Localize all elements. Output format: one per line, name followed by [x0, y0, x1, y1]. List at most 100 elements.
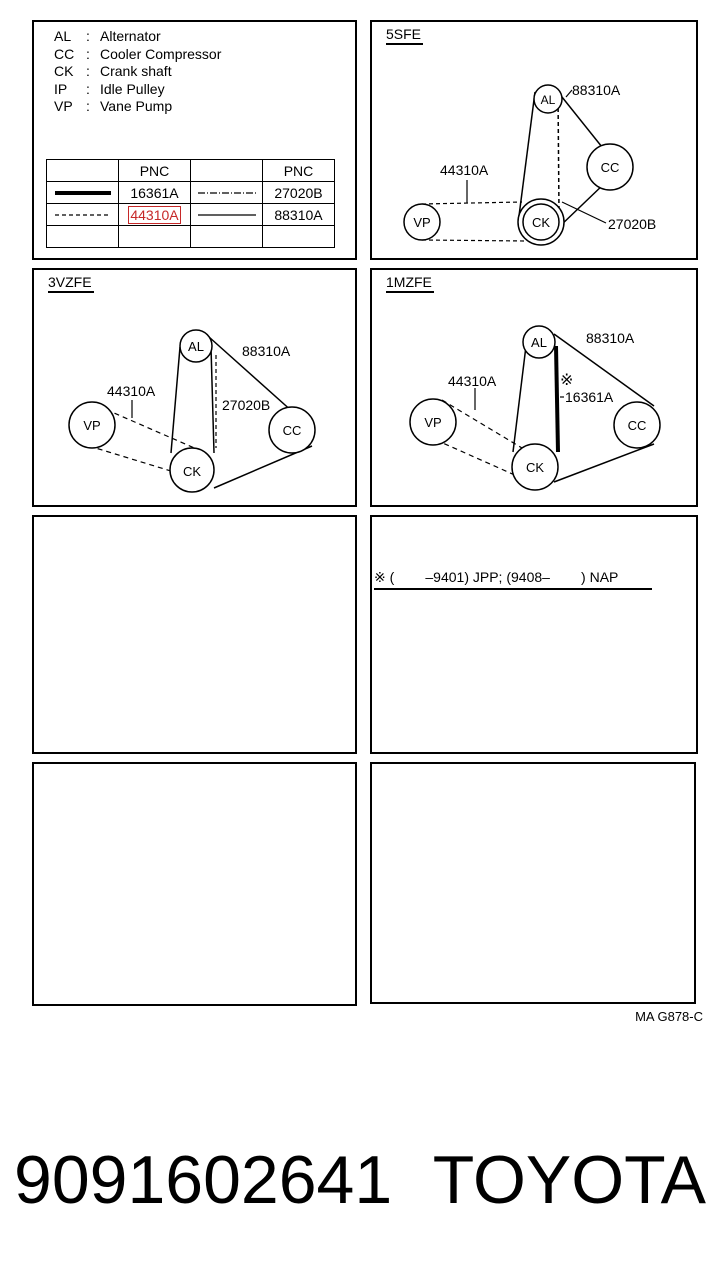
engine-title: 1MZFE — [386, 274, 434, 293]
pnc-88310a-label: 88310A — [586, 330, 635, 346]
belt-thick-right — [554, 345, 560, 453]
vp-label: VP — [413, 215, 430, 230]
empty-cell — [118, 225, 191, 248]
belt-dashed-upper — [97, 405, 200, 451]
cooler-compressor-pulley — [268, 406, 316, 454]
footer: 9091602641 TOYOTA — [14, 1140, 706, 1220]
diagram-5sfe: 5SFE AL CC CK VP 88310A 44310A 27020B — [370, 20, 698, 260]
leader-line — [565, 89, 573, 98]
cooler-compressor-pulley — [586, 143, 634, 191]
belt-thin-upper-right — [557, 91, 607, 153]
ck-label: CK — [532, 215, 550, 230]
cc-label: CC — [628, 418, 647, 433]
pnc-header: PNC — [262, 159, 335, 182]
pnc-empty-row — [46, 225, 335, 248]
dashed-line-swatch — [46, 203, 119, 226]
empty-panel — [32, 515, 357, 754]
legend-name: Alternator — [100, 28, 161, 44]
engine-title: 5SFE — [386, 26, 424, 45]
legend-name: Vane Pump — [100, 98, 173, 114]
belt-dashed-right — [557, 93, 560, 213]
crank-pulley-inner — [522, 203, 560, 241]
legend-name: Idle Pulley — [100, 80, 165, 97]
belt-thin-left — [170, 346, 181, 454]
empty-cell — [190, 225, 263, 248]
belt-dashed-lower — [435, 439, 518, 477]
belt-dashed-bottom — [421, 239, 528, 242]
legend-abbr: CC — [54, 45, 75, 62]
belt-thin-upper-right — [208, 336, 295, 414]
pnc-27020b-label: 27020B — [222, 397, 270, 413]
belt-thin-left — [512, 345, 527, 453]
pnc-88310a-label: 88310A — [242, 343, 291, 359]
belt-diagram-5sfe: AL CC CK VP 88310A 44310A 27020B — [403, 82, 656, 246]
belt-dashed-top — [421, 201, 523, 205]
alternator-pulley — [533, 84, 563, 114]
legend-abbr: VP — [54, 98, 73, 114]
crank-pulley — [169, 447, 215, 493]
legend-abbr: CK — [54, 63, 74, 79]
legend-separator: : — [86, 63, 90, 79]
legend-separator: : — [86, 98, 90, 114]
belt-thin-right — [210, 346, 215, 454]
dash-dot-line-swatch — [190, 181, 263, 204]
alternator-pulley — [179, 329, 213, 363]
brand-name: TOYOTA — [432, 1142, 706, 1218]
legend-item: CC: Cooler Compressor — [54, 46, 221, 64]
thin-line-swatch — [190, 203, 263, 226]
belt-thin-left — [518, 91, 536, 217]
legend-item: AL: Alternator — [54, 28, 221, 46]
vane-pump-pulley — [68, 401, 116, 449]
engine-title: 3VZFE — [48, 274, 94, 293]
pnc-value: 16361A — [118, 181, 191, 204]
legend-abbr: AL — [54, 28, 72, 44]
pnc-value-highlighted[interactable]: 44310A — [128, 205, 181, 224]
pnc-value-cell: 44310A — [118, 203, 191, 226]
note-mark: ※ — [560, 372, 573, 389]
pnc-88310a-label: 88310A — [572, 82, 621, 98]
pnc-row: 16361A 27020B — [46, 181, 335, 204]
belt-dashed-upper — [441, 399, 523, 449]
vane-pump-pulley — [409, 398, 457, 446]
belt-thin-lower-right — [553, 443, 655, 483]
note-panel: ※ ( –9401) JPP; (9408– ) NAP — [370, 515, 698, 754]
legend-list: AL: Alternator CC: Cooler Compressor CK: Cr… — [54, 28, 221, 116]
pnc-table: PNC PNC 16361A 27020B 44310A 88310A — [46, 159, 335, 248]
legend-separator: : — [86, 45, 90, 62]
legend-item: VP: Vane Pump — [54, 98, 221, 116]
part-number: 9091602641 — [14, 1142, 393, 1218]
legend-item: IP: Idle Pulley — [54, 81, 221, 99]
empty-panel — [32, 762, 357, 1006]
al-label: AL — [541, 93, 556, 107]
pnc-row: 44310A 88310A — [46, 203, 335, 226]
line-style-header — [46, 159, 119, 182]
empty-cell — [46, 225, 119, 248]
pnc-44310a-label: 44310A — [440, 162, 489, 178]
belt-thin-upper-right — [553, 333, 655, 407]
empty-cell — [262, 225, 335, 248]
cooler-compressor-pulley — [613, 401, 661, 449]
empty-panel — [370, 762, 696, 1004]
thick-line-swatch — [46, 181, 119, 204]
crank-pulley — [511, 443, 559, 491]
vp-label: VP — [83, 418, 100, 433]
diagram-3vzfe: 3VZFE AL CC CK VP 88310A 44310A 27020B — [32, 268, 357, 507]
pnc-44310a-label: 44310A — [107, 383, 156, 399]
legend-panel: AL: Alternator CC: Cooler Compressor CK: Cr… — [32, 20, 357, 260]
ck-label: CK — [526, 460, 544, 475]
ck-label: CK — [183, 464, 201, 479]
leader-line — [561, 201, 607, 224]
diagram-1mzfe: 1MZFE AL CC CK VP 88310A 44310A ※ 16361A — [370, 268, 698, 507]
pnc-header-row: PNC PNC — [46, 159, 335, 182]
pnc-16361a-label: 16361A — [565, 389, 614, 405]
pnc-44310a-label: 44310A — [448, 373, 497, 389]
legend-name: Cooler Compressor — [100, 45, 222, 62]
legend-abbr: IP — [54, 80, 68, 97]
legend-separator: : — [86, 28, 90, 44]
legend-separator: : — [86, 80, 90, 97]
legend-item: CK: Crank shaft — [54, 63, 221, 81]
belt-thin-lower-right — [557, 181, 607, 229]
legend-name: Crank shaft — [100, 63, 172, 79]
cc-label: CC — [601, 160, 620, 175]
belt-dashed-lower — [88, 445, 185, 476]
